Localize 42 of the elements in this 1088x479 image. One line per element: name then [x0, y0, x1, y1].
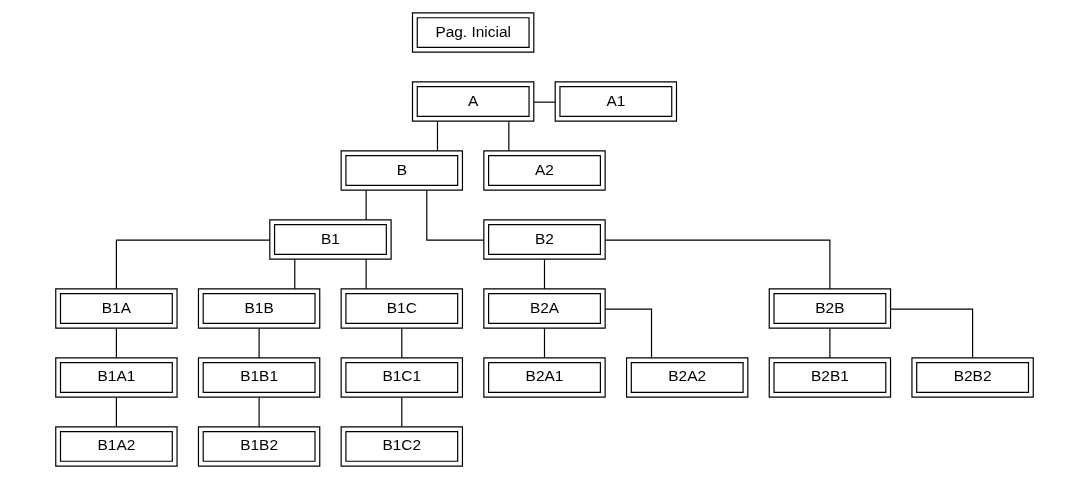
node-box: B1	[268, 219, 392, 260]
node-box: B2B	[768, 288, 891, 329]
node-box: B2B2	[910, 357, 1034, 398]
node-box: B2A1	[482, 357, 606, 398]
connector	[507, 120, 509, 152]
node-box: B1A	[54, 288, 178, 329]
node-box: B1C1	[340, 357, 463, 398]
connector	[293, 258, 295, 290]
node-box: B1B1	[197, 357, 320, 398]
connector	[115, 396, 117, 428]
connector	[115, 327, 117, 359]
connector	[543, 327, 545, 359]
node-box: B2A	[482, 288, 606, 329]
connector	[258, 327, 260, 359]
connector	[889, 308, 973, 359]
connector	[258, 396, 260, 428]
node-box: B2A2	[625, 357, 748, 398]
node-box: B	[340, 150, 463, 191]
node-box: A	[411, 81, 534, 122]
node-box: B1B2	[197, 426, 320, 467]
node-box: Pag. Inicial	[411, 12, 534, 53]
node-box: B1A1	[54, 357, 178, 398]
connector	[365, 258, 367, 290]
node-box: A1	[554, 81, 677, 122]
connector	[533, 101, 556, 103]
connector	[604, 239, 830, 290]
node-box: B1C	[340, 288, 463, 329]
connector	[543, 258, 545, 290]
connector	[400, 327, 402, 359]
connector	[436, 120, 438, 152]
connector	[425, 189, 484, 241]
connector	[604, 308, 652, 359]
node-box: B1A2	[54, 426, 178, 467]
node-box: A2	[482, 150, 606, 191]
connector	[400, 396, 402, 428]
node-box: B2	[482, 219, 606, 260]
connector	[365, 189, 367, 221]
connector	[828, 327, 830, 359]
connector	[115, 239, 270, 290]
node-box: B2B1	[768, 357, 891, 398]
node-box: B1B	[197, 288, 320, 329]
node-box: B1C2	[340, 426, 463, 467]
